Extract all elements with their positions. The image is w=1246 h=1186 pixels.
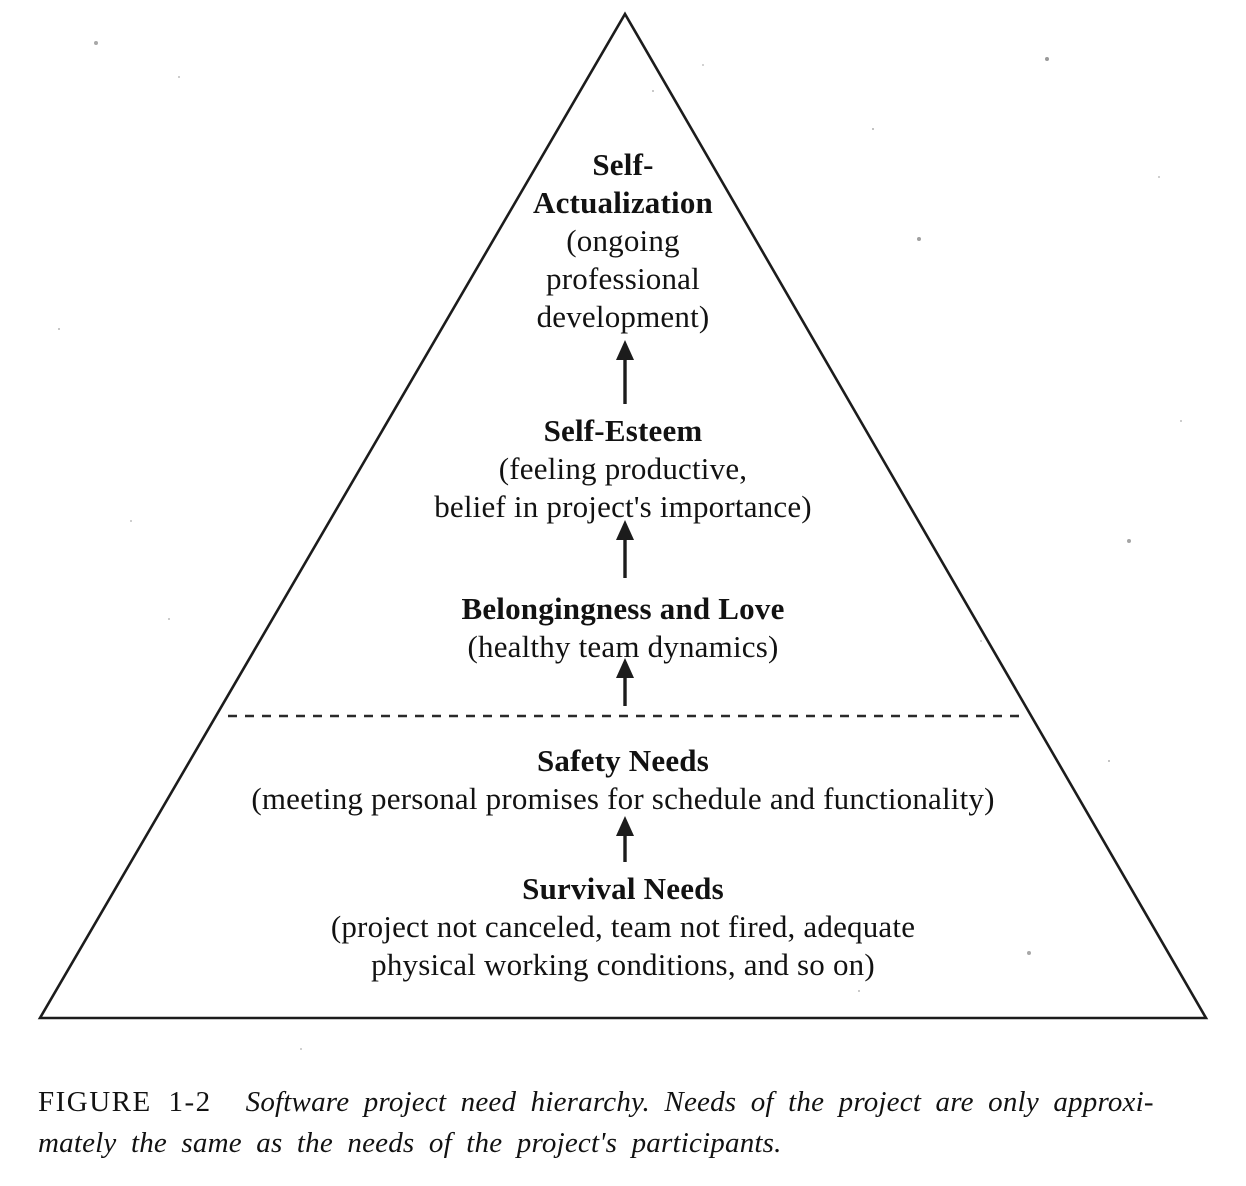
caption-line-1: FIGURE 1-2 Software project need hierarch… — [38, 1082, 1206, 1123]
level-title-line: Safety Needs — [536, 743, 709, 778]
up-arrow-2 — [616, 520, 634, 578]
up-arrow-3 — [616, 658, 634, 706]
level-subtitle-line: (healthy team dynamics) — [467, 629, 779, 664]
level-subtitle-line: (feeling productive, — [498, 451, 748, 486]
level-subtitle-line: professional — [546, 261, 700, 296]
level-subtitle-line: (meeting personal promises for schedule … — [251, 781, 995, 816]
level-title-line: Actualization — [533, 185, 713, 220]
pyramid-outline — [37, 11, 1209, 1020]
pyramid-level-survival: Survival Needs (project not canceled, te… — [0, 870, 1246, 984]
pyramid-level-self-actualization: Self- Actualization (ongoing professiona… — [0, 146, 1246, 336]
pyramid-level-belongingness: Belongingness and Love (healthy team dyn… — [0, 590, 1246, 666]
figure-caption: FIGURE 1-2 Software project need hierarch… — [38, 1082, 1206, 1164]
level-subtitle-line: development) — [536, 299, 710, 334]
up-arrow-1 — [616, 340, 634, 404]
level-title-line: Self-Esteem — [543, 413, 703, 448]
level-subtitle-line: (project not canceled, team not fired, a… — [330, 909, 916, 944]
figure-number-label: FIGURE 1-2 — [38, 1086, 212, 1118]
level-title-line: Belongingness and Love — [461, 591, 785, 626]
up-arrow-4 — [616, 816, 634, 862]
caption-text-line-2: mately the same as the needs of the proj… — [38, 1127, 782, 1159]
level-title-line: Survival Needs — [522, 871, 724, 906]
level-subtitle-line: physical working conditions, and so on) — [371, 947, 875, 982]
level-title-line: Self- — [592, 147, 654, 182]
level-subtitle-line: (ongoing — [566, 223, 680, 258]
pyramid-level-safety: Safety Needs (meeting personal promises … — [0, 742, 1246, 818]
level-subtitle-line: belief in project's importance) — [434, 489, 812, 524]
pyramid-level-self-esteem: Self-Esteem (feeling productive, belief … — [0, 412, 1246, 526]
caption-text-line-1: Software project need hierarchy. Needs o… — [245, 1086, 1154, 1118]
